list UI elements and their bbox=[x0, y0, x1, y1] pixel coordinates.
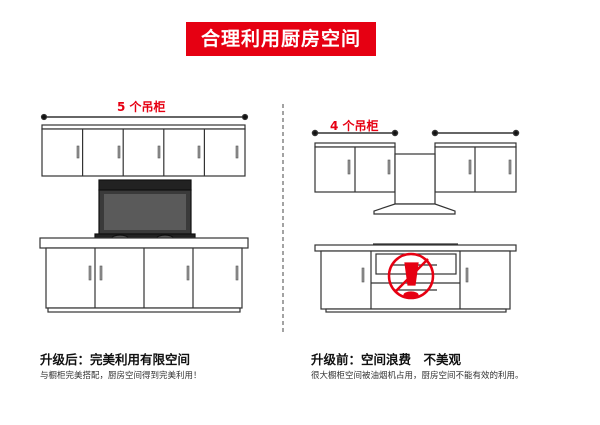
no-symbol-icon bbox=[387, 252, 435, 300]
after-cabinet-label: 5 个吊柜 bbox=[117, 100, 166, 114]
after-description: 与橱柜完美搭配，厨房空间得到完美利用！ bbox=[40, 371, 202, 381]
after-illustration bbox=[39, 113, 249, 313]
dimension-line-5 bbox=[40, 113, 249, 121]
before-cabinet-label: 4 个吊柜 bbox=[330, 119, 379, 133]
title-banner: 合理利用厨房空间 bbox=[186, 22, 376, 56]
chimney-range-hood bbox=[373, 153, 456, 215]
before-illustration bbox=[311, 129, 520, 313]
dimension-lines-4 bbox=[311, 129, 520, 137]
before-description: 很大橱柜空间被油烟机占用，厨房空间不能有效的利用。 bbox=[311, 371, 524, 381]
upper-cabinets-5 bbox=[41, 124, 246, 177]
before-heading: 升级前：空间浪费 不美观 bbox=[311, 352, 462, 367]
after-heading: 升级后：完美利用有限空间 bbox=[40, 352, 191, 367]
integrated-range-hood bbox=[94, 179, 196, 242]
base-cabinets-left bbox=[39, 237, 249, 313]
upper-cabinets-4 bbox=[314, 142, 517, 193]
